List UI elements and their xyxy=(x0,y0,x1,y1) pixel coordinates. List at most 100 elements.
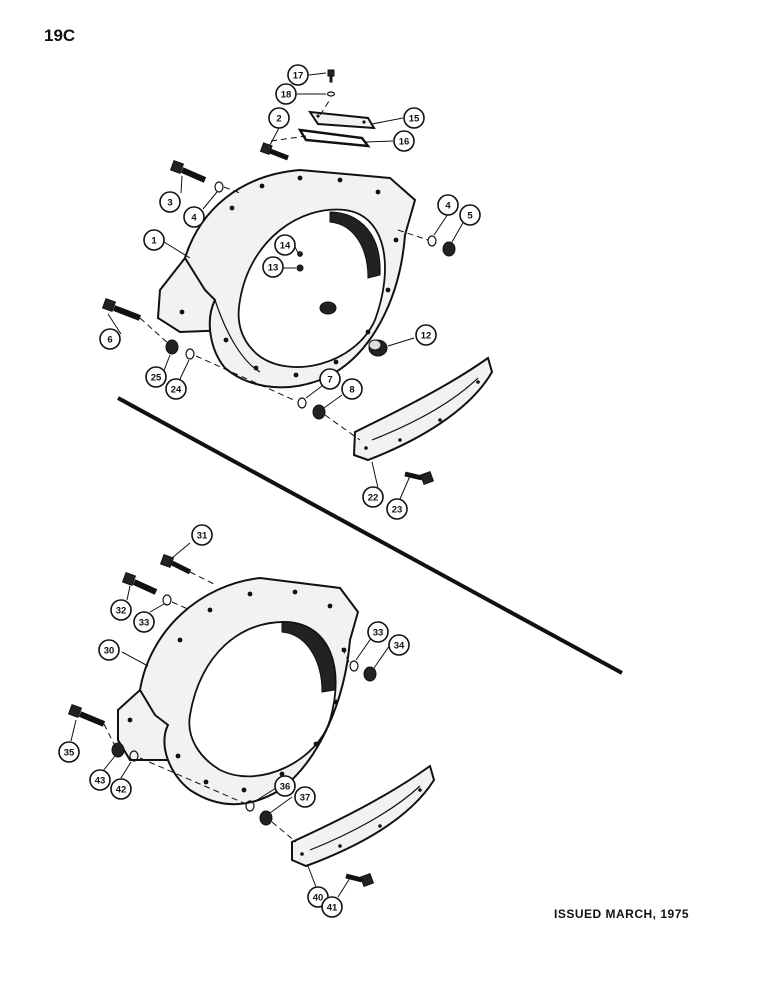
nut-34 xyxy=(363,666,377,682)
callout-4-right: 4 xyxy=(437,194,459,216)
callout-6: 6 xyxy=(99,328,121,350)
bolt-32 xyxy=(121,571,158,595)
callout-1: 1 xyxy=(143,229,165,251)
svg-text:35: 35 xyxy=(64,748,75,759)
screw-17 xyxy=(327,69,335,83)
svg-text:12: 12 xyxy=(421,331,432,342)
callout-37: 37 xyxy=(294,786,316,808)
svg-text:31: 31 xyxy=(197,531,208,542)
callout-35: 35 xyxy=(58,741,80,763)
svg-text:13: 13 xyxy=(268,263,279,274)
svg-text:4: 4 xyxy=(191,213,197,224)
svg-text:17: 17 xyxy=(293,71,304,82)
callout-3: 3 xyxy=(159,191,181,213)
bolt-41 xyxy=(345,872,375,888)
svg-text:33: 33 xyxy=(373,628,384,639)
callout-8: 8 xyxy=(341,378,363,400)
callout-23: 23 xyxy=(386,498,408,520)
bolt-3 xyxy=(169,159,207,183)
callout-7: 7 xyxy=(319,368,341,390)
callout-33-right: 33 xyxy=(367,621,389,643)
callout-16: 16 xyxy=(393,130,415,152)
callout-2: 2 xyxy=(268,107,290,129)
washer-36 xyxy=(245,800,255,812)
svg-text:5: 5 xyxy=(467,211,473,222)
svg-text:8: 8 xyxy=(349,385,354,396)
callout-14: 14 xyxy=(274,234,296,256)
section-divider xyxy=(117,396,623,675)
washer-33-right xyxy=(349,660,359,672)
callout-30: 30 xyxy=(98,639,120,661)
svg-text:40: 40 xyxy=(313,893,324,904)
svg-text:6: 6 xyxy=(107,335,112,346)
callout-18: 18 xyxy=(275,83,297,105)
svg-text:1: 1 xyxy=(151,236,157,247)
screw-13 xyxy=(296,264,304,272)
nut-43 xyxy=(111,742,125,758)
leader-lines xyxy=(70,72,465,898)
callout-34: 34 xyxy=(388,634,410,656)
callout-42: 42 xyxy=(110,778,132,800)
svg-text:30: 30 xyxy=(104,646,115,657)
bolt-2 xyxy=(259,142,289,161)
washer-18 xyxy=(326,91,336,97)
svg-text:14: 14 xyxy=(280,241,291,252)
callout-24: 24 xyxy=(165,378,187,400)
bolt-6 xyxy=(101,297,142,321)
washer-7 xyxy=(297,397,307,409)
svg-text:37: 37 xyxy=(300,793,311,804)
gasket xyxy=(297,128,371,148)
svg-text:15: 15 xyxy=(409,114,420,125)
callout-5: 5 xyxy=(459,204,481,226)
nut-37 xyxy=(259,810,273,826)
callout-25: 25 xyxy=(145,366,167,388)
bolt-35 xyxy=(67,703,106,727)
callout-43: 43 xyxy=(89,769,111,791)
callout-17: 17 xyxy=(287,64,309,86)
svg-text:36: 36 xyxy=(280,782,291,793)
svg-text:43: 43 xyxy=(95,776,106,787)
callout-13: 13 xyxy=(262,256,284,278)
nut-25 xyxy=(165,339,179,355)
page-label: 19C xyxy=(44,26,76,45)
washer-4-right xyxy=(427,235,437,247)
washer-33-left xyxy=(162,594,172,606)
plate-40 xyxy=(291,764,436,868)
nut-5 xyxy=(442,241,456,257)
svg-text:24: 24 xyxy=(171,385,182,396)
washer-24 xyxy=(185,348,195,360)
washer-42 xyxy=(129,750,139,762)
plate-22 xyxy=(352,356,494,462)
nut-8 xyxy=(312,404,326,420)
svg-text:42: 42 xyxy=(116,785,127,796)
svg-text:25: 25 xyxy=(151,373,162,384)
bolt-23 xyxy=(404,470,435,486)
svg-text:2: 2 xyxy=(276,114,281,125)
svg-text:34: 34 xyxy=(394,641,405,652)
svg-text:32: 32 xyxy=(116,606,127,617)
svg-text:7: 7 xyxy=(327,375,332,386)
callout-31: 31 xyxy=(191,524,213,546)
svg-text:22: 22 xyxy=(368,493,379,504)
callout-15: 15 xyxy=(403,107,425,129)
cover-plate xyxy=(307,110,376,130)
callout-33-left: 33 xyxy=(133,611,155,633)
upper-housing xyxy=(156,168,417,389)
bolt-31 xyxy=(159,553,192,575)
issue-date: ISSUED MARCH, 1975 xyxy=(554,907,690,921)
callout-22: 22 xyxy=(362,486,384,508)
callout-32: 32 xyxy=(110,599,132,621)
svg-text:4: 4 xyxy=(445,201,451,212)
callout-41: 41 xyxy=(321,896,343,918)
svg-text:33: 33 xyxy=(139,618,150,629)
svg-text:41: 41 xyxy=(327,903,338,914)
plug-12 xyxy=(368,339,388,357)
washer-4-left xyxy=(214,181,224,193)
callout-36: 36 xyxy=(274,775,296,797)
callout-4-left: 4 xyxy=(183,206,205,228)
plug-14 xyxy=(297,251,303,257)
lower-housing xyxy=(117,576,360,806)
svg-text:18: 18 xyxy=(281,90,292,101)
svg-text:3: 3 xyxy=(167,198,172,209)
